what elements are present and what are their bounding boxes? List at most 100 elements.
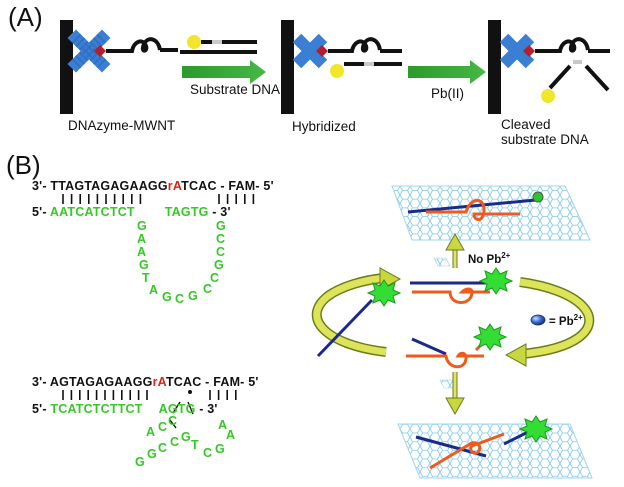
stage1-dnazyme-mwnt <box>60 20 257 114</box>
stage3-cleaved <box>488 20 610 114</box>
cycle-arrow-right <box>504 277 595 367</box>
lower-base-pair-ticks <box>62 390 237 400</box>
panel-a-label: (A) <box>8 2 43 32</box>
loop-left-6: A <box>149 283 159 297</box>
cleaved-dnazyme-strand <box>411 337 447 356</box>
bottom-substrate-fragment <box>429 432 505 470</box>
loop-right-4: G <box>214 258 224 272</box>
substrate-strand-top <box>426 199 520 221</box>
fam-star-icon <box>478 267 514 295</box>
center-substrate-strand <box>412 287 490 304</box>
frag-12: A <box>218 418 228 432</box>
arrow-substrate-dna <box>182 60 266 84</box>
quencher-icon <box>541 89 555 103</box>
lower-top-cleavage-site: rA <box>152 375 166 389</box>
loop-left-1: G <box>137 219 147 233</box>
frag-1: A <box>146 425 156 439</box>
frag-3: C <box>168 414 178 428</box>
upper-bot-seq-a: AATCATCTCT <box>49 205 135 219</box>
fam-quenched-icon <box>532 191 544 203</box>
frag-6: C <box>158 441 168 455</box>
quencher-icon <box>187 35 201 49</box>
arrow1-label: Substrate DNA <box>190 82 281 97</box>
released-dnazyme-strand <box>316 298 374 358</box>
lower-top-prefix: 3'- <box>32 375 50 389</box>
lower-bot-seq-b: AGTG <box>158 402 196 416</box>
upper-top-seq-a: TTAGTAGAGAAGG <box>50 179 168 193</box>
no-pb-label: No Pb2+ <box>468 251 510 266</box>
lower-bot-suffix: - 3' <box>195 402 218 416</box>
caption-cleaved-line1: Cleaved <box>501 117 551 132</box>
loop-bottom-2: C <box>175 292 185 306</box>
arrow-no-pb <box>445 232 465 268</box>
frag-7: C <box>170 435 180 449</box>
frag-5: G <box>147 447 157 461</box>
mwnt-bar-icon <box>281 20 294 114</box>
dnazyme-strand <box>106 37 162 53</box>
loop-left-3: A <box>137 245 147 259</box>
quencher-icon <box>330 64 344 78</box>
upper-top-strand: 3'- TTAGTAGAGAAGGrATCAC - FAM- 5' <box>32 179 274 193</box>
mwnt-bar-icon <box>60 20 73 114</box>
panel-b-label: (B) <box>6 150 41 180</box>
pb-legend-charge: 2+ <box>573 313 583 322</box>
loop-right-1: G <box>216 219 226 233</box>
frag-4: G <box>135 455 145 469</box>
released-fam-strand <box>503 430 529 446</box>
cleaved-fragment-right <box>584 64 610 92</box>
caption-hybridized: Hybridized <box>292 119 356 134</box>
loop-right-3: C <box>216 245 226 259</box>
upper-top-cleavage-site: rA <box>167 179 182 193</box>
caption-cleaved-line2: substrate DNA <box>501 132 589 147</box>
stage2-hybridized <box>281 20 402 114</box>
pb-legend-text: = Pb <box>549 315 574 328</box>
fam-star-icon <box>472 323 508 351</box>
lower-bot-seq-a: TCATCTCTTCT <box>50 402 143 416</box>
loop-right-5: C <box>210 271 220 285</box>
loop-bottom-3: G <box>188 289 198 303</box>
upper-base-pair-ticks <box>62 194 255 204</box>
frag-2: C <box>158 420 168 434</box>
frag-9: T <box>191 438 199 452</box>
pb-legend-label: = Pb2+ <box>549 313 583 328</box>
upper-top-suffix: - FAM- 5' <box>216 179 274 193</box>
frag-8: G <box>181 430 191 444</box>
cleaved-substrate-strand <box>406 351 484 369</box>
cycle-arrow-left <box>311 267 402 357</box>
arrow2-label: Pb(II) <box>431 86 465 101</box>
upper-bottom-strand: 5'- AATCATCTCT TAGTG - 3' <box>32 205 231 219</box>
arrow-pb-present <box>445 372 465 416</box>
no-pb-text: No Pb <box>468 253 502 266</box>
arrow-pb <box>408 60 486 84</box>
loop-left-2: A <box>137 232 147 246</box>
frag-13: A <box>226 428 236 442</box>
dnazyme-strand-top <box>407 198 537 214</box>
lower-top-seq-b: TCAC <box>165 375 202 389</box>
fam-star-icon <box>518 415 554 443</box>
graphene-sheet-icon <box>397 423 593 479</box>
pb-ion-icon <box>530 314 546 326</box>
frag-11: G <box>215 442 225 456</box>
frag-10: C <box>203 446 213 460</box>
wobble-dot <box>188 390 192 394</box>
fam-star-icon <box>366 279 402 307</box>
no-pb-charge: 2+ <box>501 251 511 260</box>
lower-bot-prefix: 5'- <box>32 402 51 416</box>
blue-cross-icon <box>292 33 328 69</box>
upper-bot-seq-b: TAGTG <box>164 205 209 219</box>
lower-top-suffix: - FAM- 5' <box>201 375 259 389</box>
loop-left-4: G <box>139 258 149 272</box>
lower-top-seq-a: AGTAGAGAAGG <box>49 375 153 389</box>
caption-dnazyme-mwnt: DNAzyme-MWNT <box>68 118 176 133</box>
small-sheet-icon <box>433 257 451 267</box>
loop-right-2: C <box>216 232 226 246</box>
upper-bot-prefix: 5'- <box>32 205 50 219</box>
cleaved-fragment-left <box>548 64 572 90</box>
upper-bot-suffix: - 3' <box>208 205 231 219</box>
loop-left-5: T <box>142 271 150 285</box>
mwnt-bar-icon <box>488 20 501 114</box>
